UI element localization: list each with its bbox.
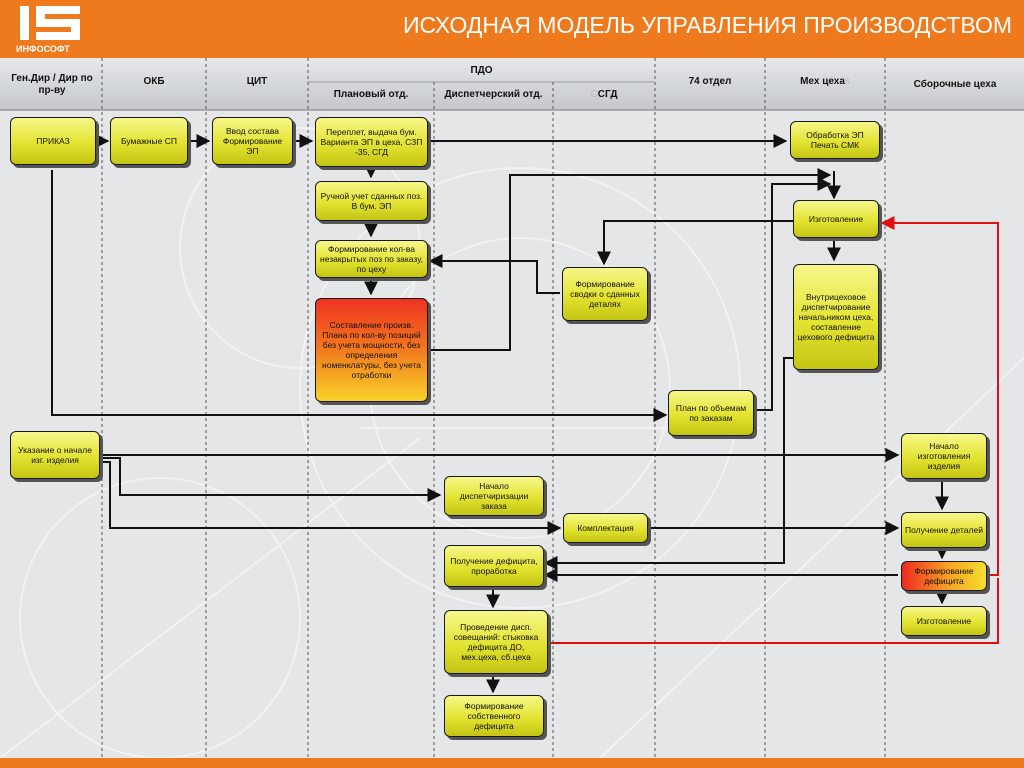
- feedback-connectors: [548, 216, 999, 644]
- box-form-open[interactable]: Формирование кол-ва незакрытых поз по за…: [315, 240, 428, 278]
- box-manufacture-asm[interactable]: Изготовление: [901, 606, 987, 636]
- infosoft-logo: ИНФОСОФТ: [16, 6, 80, 54]
- box-manual-count[interactable]: Ручной учет сданных поз. В бум. ЭП: [315, 181, 428, 221]
- arrow-instruction-to-dispatch: [100, 457, 442, 502]
- box-own-deficit[interactable]: Формирование собственного дефицита: [444, 695, 544, 737]
- lane-okb: ОКБ: [143, 76, 165, 87]
- box-input-ep[interactable]: Ввод состава Формирование ЭП: [212, 117, 293, 165]
- lane-mech-mark: s: [844, 76, 850, 87]
- box-meetings[interactable]: Проведение дисп. совещаний: стыковка деф…: [444, 610, 548, 674]
- logo-caption: ИНФОСОФТ: [16, 44, 70, 54]
- lane-sgd-mark: С: [590, 89, 598, 100]
- lane-sgd-label: СГД: [597, 89, 618, 100]
- arrow-meetings-to-mech: [548, 578, 999, 644]
- box-intra-dispatch[interactable]: Внутрицеховое диспетчирование начальнико…: [793, 264, 879, 370]
- lane-dividers: [101, 58, 886, 758]
- process-board: Ген.Дир / Дир по пр-ву ОКБ ЦИТ ПДО Плано…: [0, 58, 1024, 758]
- box-paper-sp[interactable]: Бумажные СП: [110, 117, 188, 165]
- arrow-mech-to-summary: [597, 220, 793, 266]
- box-instruction-start[interactable]: Указание о начале изг. изделия: [10, 431, 100, 479]
- arrow-instruction-to-kit: [100, 461, 562, 535]
- logo-s-shape: [36, 6, 80, 40]
- lane-dept74: 74 отдел: [688, 76, 732, 87]
- box-prikaz[interactable]: ПРИКАЗ: [10, 117, 96, 165]
- arrow-plan-to-mech-up: [754, 177, 832, 411]
- box-start-manufacture[interactable]: Начало изготовления изделия: [901, 433, 987, 479]
- lane-pdo-plan: Плановый отд.: [333, 89, 409, 100]
- box-summary-parts[interactable]: Формирование сводки о сданных деталях: [562, 267, 648, 321]
- arrow-prikaz-to-plan: [51, 170, 668, 422]
- page-title: ИСХОДНАЯ МОДЕЛЬ УПРАВЛЕНИЯ ПРОИЗВОДСТВОМ: [402, 12, 1012, 38]
- bottom-bar: [0, 758, 1024, 768]
- logo-i-stem: [20, 6, 29, 40]
- arrow-dispatch-to-get-deficit: [543, 357, 793, 570]
- lane-header-band: [0, 58, 1024, 110]
- lane-gen-dir: Ген.Дир / Дир по пр-ву: [11, 73, 93, 96]
- box-plan-compose[interactable]: Составление произв. Плана по кол-ву пози…: [315, 298, 428, 402]
- box-ep-processing[interactable]: Обработка ЭП Печать СМК: [790, 121, 880, 159]
- lane-assembly: Сборочные цеха: [913, 79, 997, 90]
- title-bar: ИНФОСОФТ ИСХОДНАЯ МОДЕЛЬ УПРАВЛЕНИЯ ПРОИ…: [0, 0, 1024, 58]
- background-decoration: [0, 127, 1024, 758]
- box-kit[interactable]: Комплектация: [563, 513, 648, 543]
- lane-pdo: ПДО: [470, 65, 493, 76]
- flow-connectors: [51, 134, 949, 694]
- lane-mech-label: Мех цеха: [800, 76, 845, 87]
- box-dispatch-start[interactable]: Начало диспетчиризации заказа: [444, 476, 544, 516]
- box-binding[interactable]: Переплет, выдача бум. Варианта ЭП в цеха…: [315, 117, 428, 167]
- box-form-deficit-asm[interactable]: Формирование дефицита: [901, 561, 987, 591]
- box-manufacture-mech[interactable]: Изготовление: [793, 200, 879, 238]
- box-plan-volume[interactable]: План по объемам по заказам: [668, 390, 754, 436]
- arrow-summary-to-form: [428, 254, 560, 294]
- arrow-plan-to-mech: [430, 168, 832, 351]
- lane-cit: ЦИТ: [246, 76, 268, 87]
- board-canvas: [0, 58, 1024, 758]
- lane-pdo-disp: Диспетчерский отд.: [444, 89, 543, 100]
- box-get-deficit[interactable]: Получение дефицита, проработка: [444, 545, 544, 587]
- arrow-asm-deficit-to-mech: [880, 216, 999, 576]
- box-get-parts[interactable]: Получение деталей: [901, 512, 987, 548]
